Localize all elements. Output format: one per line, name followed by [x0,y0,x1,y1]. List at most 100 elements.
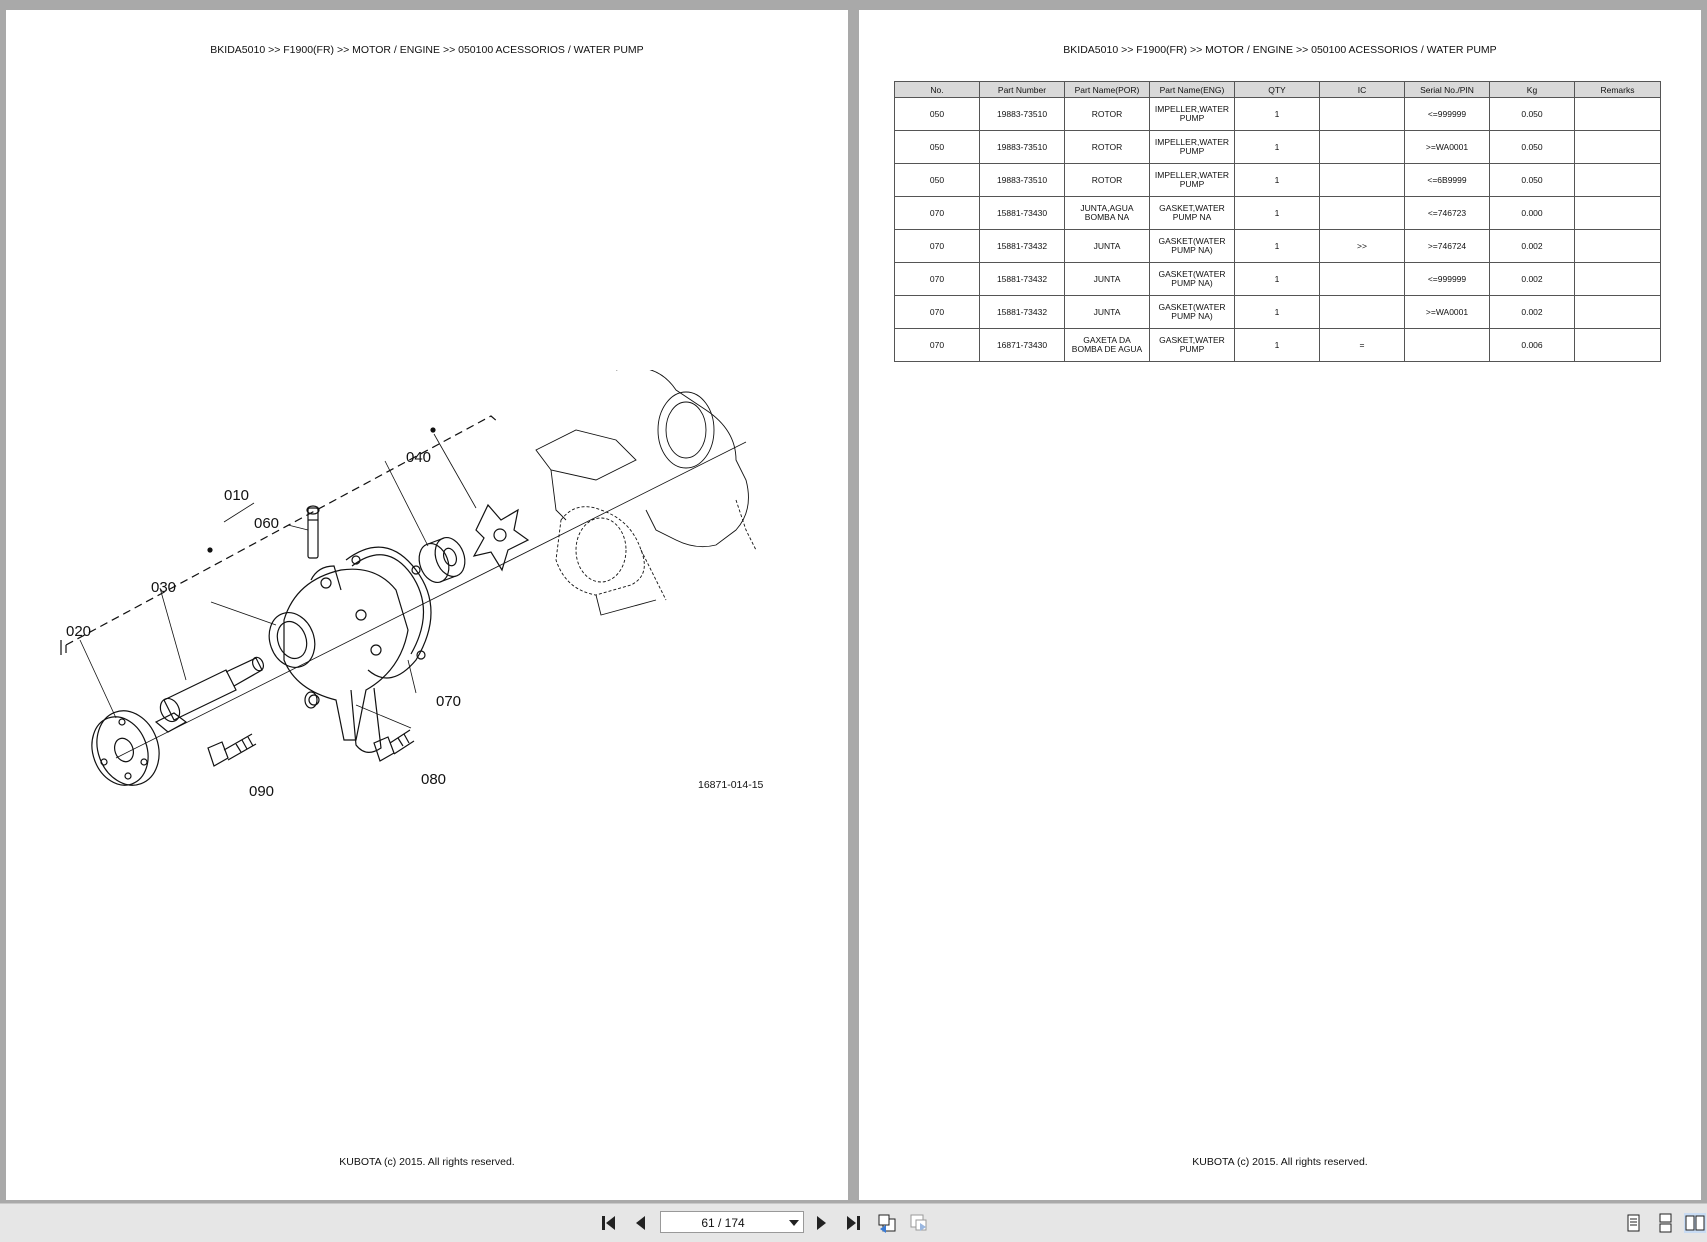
seal-part [418,537,466,583]
facing-pages-icon[interactable] [1684,1213,1706,1233]
single-page-icon[interactable] [1622,1213,1644,1233]
bolt-060-part [306,505,320,559]
page-number-input[interactable]: 61 / 174 [660,1211,804,1233]
table-cell: 1 [1234,163,1320,197]
viewer-toolbar: 61 / 174 [0,1203,1707,1242]
table-cell: 0.006 [1489,328,1575,362]
table-cell: JUNTA [1064,295,1150,329]
table-cell: <=999999 [1404,97,1490,131]
column-header: IC [1319,81,1405,98]
table-cell: JUNTA [1064,229,1150,263]
table-cell: 15881-73432 [979,262,1065,296]
table-cell: >=WA0001 [1404,130,1490,164]
table-cell: 1 [1234,97,1320,131]
label-020: 020 [66,623,91,640]
label-090: 090 [249,783,274,800]
table-cell: GASKET(WATER PUMP NA) [1149,262,1235,296]
previous-view-icon[interactable] [876,1213,898,1233]
table-cell: 15881-73430 [979,196,1065,230]
table-cell: 1 [1234,196,1320,230]
column-header: Part Name(POR) [1064,81,1150,98]
bearing-shaft-part [154,656,265,733]
table-cell [1319,163,1405,197]
table-cell: ROTOR [1064,130,1150,164]
label-030: 030 [151,579,176,596]
table-cell: GASKET(WATER PUMP NA) [1149,295,1235,329]
table-cell [1574,262,1661,296]
next-view-icon[interactable] [908,1213,930,1233]
column-header: Remarks [1574,81,1661,98]
table-cell: 1 [1234,328,1320,362]
left-page: BKIDA5010 >> F1900(FR) >> MOTOR / ENGINE… [6,10,848,1200]
table-cell: 070 [894,328,980,362]
table-cell: 070 [894,196,980,230]
table-cell: IMPELLER,WATER PUMP [1149,130,1235,164]
right-page-footer: KUBOTA (c) 2015. All rights reserved. [1192,1156,1368,1168]
table-cell: 19883-73510 [979,163,1065,197]
table-cell: 0.050 [1489,163,1575,197]
table-cell: 070 [894,229,980,263]
continuous-page-icon[interactable] [1654,1213,1676,1233]
left-page-footer: KUBOTA (c) 2015. All rights reserved. [339,1156,515,1168]
right-page: BKIDA5010 >> F1900(FR) >> MOTOR / ENGINE… [859,10,1701,1200]
drawing-code: 16871-014-15 [698,779,764,791]
table-cell: 0.002 [1489,229,1575,263]
chevron-down-icon[interactable] [789,1220,799,1226]
label-010: 010 [224,487,249,504]
table-cell [1319,262,1405,296]
table-cell: JUNTA,AGUA BOMBA NA [1064,196,1150,230]
table-cell: 1 [1234,262,1320,296]
table-cell: = [1319,328,1405,362]
table-cell: GASKET(WATER PUMP NA) [1149,229,1235,263]
label-040: 040 [406,449,431,466]
table-cell: <=746723 [1404,196,1490,230]
impeller-part [472,503,530,572]
table-cell: 1 [1234,229,1320,263]
label-070: 070 [436,693,461,710]
table-cell: 16871-73430 [979,328,1065,362]
skip-to-first-icon[interactable] [598,1213,620,1233]
table-cell [1574,229,1661,263]
table-cell: 0.002 [1489,295,1575,329]
table-cell: 15881-73432 [979,229,1065,263]
column-header: No. [894,81,980,98]
table-cell: GASKET,WATER PUMP NA [1149,196,1235,230]
right-page-header: BKIDA5010 >> F1900(FR) >> MOTOR / ENGINE… [1063,44,1497,56]
previous-page-icon[interactable] [630,1213,652,1233]
left-page-header: BKIDA5010 >> F1900(FR) >> MOTOR / ENGINE… [210,44,644,56]
table-cell: 0.000 [1489,196,1575,230]
next-page-icon[interactable] [810,1213,832,1233]
skip-to-last-icon[interactable] [842,1213,864,1233]
table-cell [1319,97,1405,131]
table-cell [1404,328,1490,362]
table-cell [1574,295,1661,329]
column-header: Kg [1489,81,1575,98]
column-header: QTY [1234,81,1320,98]
table-cell: 0.002 [1489,262,1575,296]
bolt-090-part [207,733,257,767]
table-cell: 0.050 [1489,97,1575,131]
gasket-part [345,546,432,679]
table-cell [1574,97,1661,131]
table-cell: <=6B9999 [1404,163,1490,197]
engine-block-outline [535,370,757,616]
table-cell: GAXETA DA BOMBA DE AGUA [1064,328,1150,362]
hub-flange-part [91,710,160,786]
pump-body-part [268,565,409,753]
bolt-080-part [373,729,415,762]
table-cell: >> [1319,229,1405,263]
column-header: Serial No./PIN [1404,81,1490,98]
table-cell: ROTOR [1064,163,1150,197]
table-cell: >=746724 [1404,229,1490,263]
table-cell: 15881-73432 [979,295,1065,329]
table-cell: 050 [894,163,980,197]
table-cell: 1 [1234,295,1320,329]
table-cell: IMPELLER,WATER PUMP [1149,163,1235,197]
label-080: 080 [421,771,446,788]
